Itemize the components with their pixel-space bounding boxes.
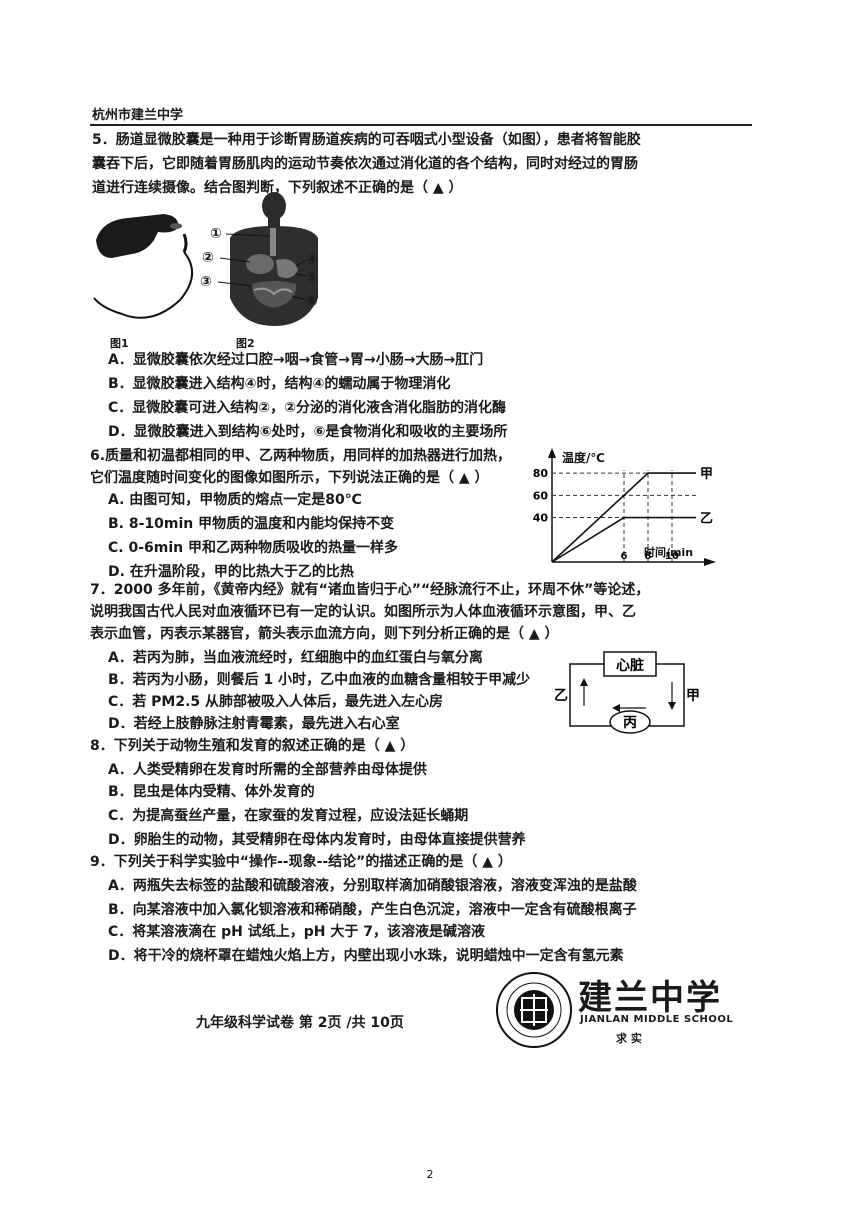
y-axis-arrow [548,448,556,458]
x-tick-label-0: 6 [621,551,628,562]
q8-option-c: C．为提高蚕丝产量，在家蚕的发育过程，应设法延长蛹期 [108,808,469,824]
q5-stem-line-2: 囊吞下后，它即随着胃肠肌肉的运动节奏依次通过消化道的各个结构，同时对经过的胃肠 [92,156,638,172]
q5-stem-line-3: 道进行连续摄像。结合图判断，下列叙述不正确的是（ ▲ ） [92,180,463,196]
q7-option-b: B．若丙为小肠，则餐后 1 小时，乙中血液的血糖含量相较于甲减少 [108,672,531,688]
q8-option-d: D．卵胎生的动物，其受精卵在母体内发育时，由母体直接提供营养 [108,832,526,848]
q6-option-a: A. 由图可知，甲物质的熔点一定是80℃ [108,492,362,508]
q9-stem: 9．下列关于科学实验中“操作--现象--结论”的描述正确的是（ ▲ ） [90,854,512,870]
temperature-time-chart: 温度/℃ 时间/min 40 60 80 6 8 10 甲乙 [533,448,716,566]
q8-option-a: A．人类受精卵在发育时所需的全部营养由母体提供 [108,762,427,778]
q5-option-c: C．显微胶囊可进入结构②，②分泌的消化液含消化脂肪的消化酶 [108,400,506,416]
blood-circulation-diagram: 心脏 丙 乙 甲 [554,651,700,734]
q8-stem: 8．下列关于动物生殖和发育的叙述正确的是（ ▲ ） [90,738,415,754]
y-tick-label-0: 40 [533,512,549,525]
q9-option-c: C．将某溶液滴在 pH 试纸上，pH 大于 7，该溶液是碱溶液 [108,924,485,940]
q7-stem-line-1: 7．2000 多年前，《黄帝内经》就有“诸血皆归于心”“经脉流行不止，环周不休”… [90,582,650,598]
marker-5: ⑤ [306,270,318,286]
series-label-0: 甲 [700,467,713,482]
x-axis-arrow [704,558,716,566]
capsule-photo [93,214,193,319]
q7-stem-line-2: 说明我国古代人民对血液循环已有一定的认识。如图所示为人体血液循环示意图，甲、乙 [90,604,636,620]
exam-page-footer: 九年级科学试卷 第 2页 /共 10页 [196,1015,404,1031]
fig1-label: 图1 [110,337,129,350]
organ-label: 丙 [623,715,637,731]
q7-option-a: A．若丙为肺，当血液流经时，红细胞中的血红蛋白与氧分离 [108,650,483,666]
fig2-label: 图2 [236,337,255,350]
organ-ellipse [609,710,651,734]
series-label-1: 乙 [700,512,713,527]
q9-option-d: D．将干冷的烧杯罩在蜡烛火焰上方，内壁出现小水珠，说明蜡烛中一定含有氢元素 [108,948,624,964]
marker-3: ③ [200,274,212,290]
school-logo-en: JIANLAN MIDDLE SCHOOL [580,1014,734,1025]
marker-6: ⑥ [306,294,318,310]
right-vessel-label: 甲 [686,688,700,704]
q6-stem-line-1: 6.质量和初温都相同的甲、乙两种物质，用同样的加热器进行加热， [90,448,512,464]
heart-label: 心脏 [616,657,644,674]
q5-stem-line-1: 5．肠道显微胶囊是一种用于诊断胃肠道疾病的可吞咽式小型设备（如图），患者将智能胶 [92,132,641,148]
marker-1: ① [210,226,222,242]
series-line-1 [551,516,696,563]
y-tick-label-1: 60 [533,489,549,502]
digestive-system-figure [217,192,318,326]
q5-option-b: B．显微胶囊进入结构④时，结构④的蠕动属于物理消化 [108,376,451,392]
y-tick-label-2: 80 [533,467,549,480]
q7-stem-line-3: 表示血管，丙表示某器官，箭头表示血流方向，则下列分析正确的是（ ▲ ） [90,626,559,642]
y-axis-label: 温度/℃ [562,450,605,465]
q5-option-d: D．显微胶囊进入到结构⑥处时，⑥是食物消化和吸收的主要场所 [108,424,508,440]
school-seal-logo [496,972,572,1048]
q9-option-b: B．向某溶液中加入氯化钡溶液和稀硝酸，产生白色沉淀，溶液中一定含有硫酸根离子 [108,902,637,918]
series-line-0 [551,472,696,563]
heart-box [603,651,657,677]
header-rule [90,124,752,126]
q6-option-b: B. 8-10min 甲物质的温度和内能均保持不变 [108,516,395,532]
x-tick-label-2: 10 [665,551,679,562]
school-header: 杭州市建兰中学 [92,108,184,123]
q7-option-c: C．若 PM2.5 从肺部被吸入人体后，最先进入左心房 [108,694,444,710]
q9-option-a: A．两瓶失去标签的盐酸和硫酸溶液，分别取样滴加硝酸银溶液，溶液变浑浊的是盐酸 [108,878,637,894]
q5-option-a: A．显微胶囊依次经过口腔→咽→食管→胃→小肠→大肠→肛门 [108,352,484,368]
q7-option-d: D．若经上肢静脉注射青霉素，最先进入右心室 [108,716,400,732]
q6-option-c: C. 0-6min 甲和乙两种物质吸收的热量一样多 [108,540,398,556]
page-number: 2 [426,1168,434,1181]
marker-2: ② [202,250,214,266]
q6-option-d: D. 在升温阶段，甲的比热大于乙的比热 [108,564,354,580]
q8-option-b: B．昆虫是体内受精、体外发育的 [108,784,315,800]
x-axis-label: 时间/min [644,545,693,559]
school-logo-cn: 建兰中学 [578,978,722,1018]
x-tick-label-1: 8 [645,551,652,562]
q6-stem-line-2: 它们温度随时间变化的图像如图所示，下列说法正确的是（ ▲ ） [90,470,489,486]
left-vessel-label: 乙 [554,688,568,704]
marker-4: ④ [306,252,318,268]
school-motto: 求 实 [616,1032,642,1045]
